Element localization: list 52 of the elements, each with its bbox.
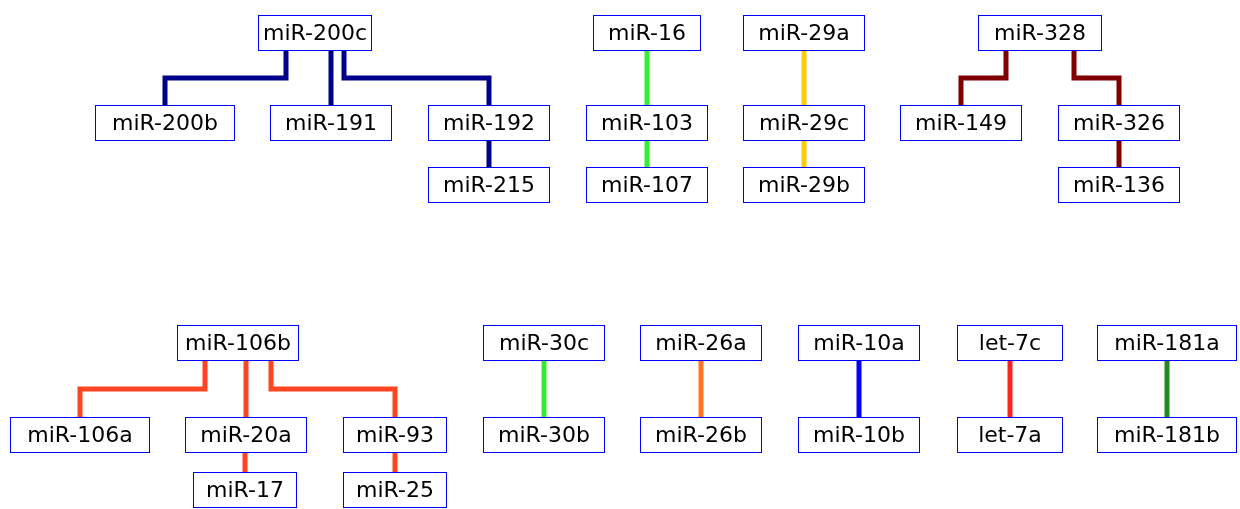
node-box: miR-328: [978, 15, 1102, 51]
node-box: miR-10a: [798, 325, 920, 361]
node-box: miR-107: [586, 167, 708, 203]
node-box: miR-181a: [1097, 325, 1237, 361]
connector-line: [341, 51, 492, 105]
connector-line: [328, 51, 334, 105]
node-box: let-7c: [957, 325, 1063, 361]
connector-line: [1071, 51, 1122, 105]
node-box: miR-106a: [10, 417, 150, 453]
node-box: miR-17: [193, 472, 297, 508]
node-box: miR-136: [1058, 167, 1180, 203]
connector-line: [958, 51, 1009, 105]
node-box: miR-30b: [483, 417, 605, 453]
node-box: miR-20a: [185, 417, 307, 453]
connector-line: [644, 141, 650, 167]
connector-line: [1164, 361, 1170, 417]
node-box: miR-103: [586, 105, 708, 141]
connector-line: [801, 51, 807, 105]
node-box: miR-29b: [743, 167, 865, 203]
node-box: miR-29a: [743, 15, 865, 51]
node-box: miR-16: [593, 15, 701, 51]
node-box: miR-30c: [483, 325, 605, 361]
node-box: miR-29c: [743, 105, 865, 141]
connector-line: [1116, 141, 1122, 167]
node-box: miR-200c: [258, 15, 372, 51]
connector-line: [801, 141, 807, 167]
connector-line: [644, 51, 650, 105]
node-box: miR-215: [428, 167, 550, 203]
connector-line: [541, 361, 547, 417]
connector-line: [392, 453, 398, 472]
node-box: miR-192: [428, 105, 550, 141]
connector-line: [486, 141, 492, 167]
connector-line: [1007, 361, 1013, 417]
connector-line: [77, 361, 208, 417]
node-box: miR-26a: [640, 325, 762, 361]
connector-line: [243, 361, 249, 417]
node-box: miR-191: [270, 105, 392, 141]
node-box: miR-181b: [1097, 417, 1237, 453]
connector-line: [268, 361, 398, 417]
node-box: let-7a: [957, 417, 1063, 453]
connector-line: [162, 51, 289, 105]
node-box: miR-26b: [640, 417, 762, 453]
connector-line: [698, 361, 704, 417]
node-box: miR-149: [900, 105, 1022, 141]
node-box: miR-200b: [95, 105, 235, 141]
node-box: miR-106b: [177, 325, 299, 361]
connector-line: [856, 361, 862, 417]
node-box: miR-10b: [798, 417, 920, 453]
node-box: miR-326: [1058, 105, 1180, 141]
node-box: miR-25: [343, 472, 447, 508]
connector-line: [242, 453, 248, 472]
node-box: miR-93: [343, 417, 447, 453]
